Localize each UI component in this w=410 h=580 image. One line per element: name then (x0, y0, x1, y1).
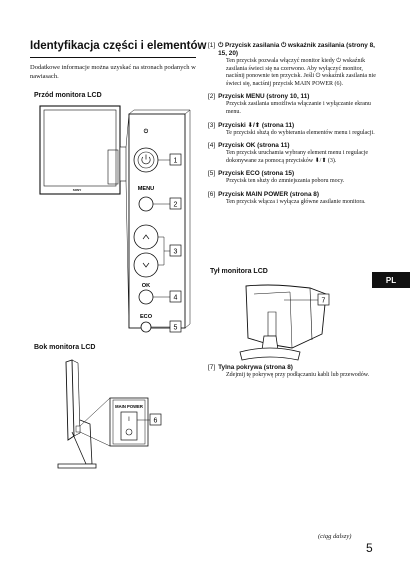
down-button[interactable] (133, 252, 159, 278)
switch-off-symbol (125, 428, 133, 436)
main-power-panel: MAIN POWER I 6 (109, 397, 162, 447)
main-power-label: MAIN POWER (115, 404, 143, 409)
item-rear-cover: [7] Tylna pokrywa (strona 8) Zdejmij tę … (208, 364, 378, 380)
item-main-power: [6] Przycisk MAIN POWER (strona 8) Ten p… (208, 191, 378, 207)
title-divider (30, 57, 196, 58)
eco-button[interactable] (140, 321, 152, 333)
page-title: Identyfikacja części i elementów (30, 40, 207, 52)
item-list: [1] ⏻ Przycisk zasilania ⏻ wskaźnik zasi… (208, 42, 378, 212)
callout-5: 5 (174, 325, 178, 332)
side-monitor-illustration (57, 359, 111, 469)
callout-2: 2 (174, 202, 178, 209)
item-number: [2] (208, 93, 216, 101)
eco-label: ECO (140, 314, 153, 320)
item-description: Ten przycisk uruchamia wybrany element m… (226, 150, 369, 164)
up-button[interactable] (133, 224, 159, 250)
item-description: Przycisk zasilania umożliwia włączanie i… (226, 101, 371, 115)
item-number: [3] (208, 121, 216, 129)
item-ok: [4] Przycisk OK (strona 11) Ten przycisk… (208, 142, 378, 165)
front-heading: Przód monitora LCD (34, 92, 102, 99)
item-title: Tylna pokrywa (strona 8) (218, 364, 293, 371)
continued-note: (ciąg dalszy) (318, 533, 352, 540)
front-callouts: 1 2 3 4 5 (151, 153, 182, 333)
main-power-switch[interactable]: I (120, 411, 138, 441)
power-indicator-icon: ⏻ (144, 128, 149, 135)
callout-3: 3 (174, 249, 178, 256)
item-title: ⏻ Przycisk zasilania ⏻ wskaźnik zasilani… (218, 42, 375, 57)
switch-on-symbol: I (128, 417, 130, 423)
item-title: Przycisk ECO (strona 15) (218, 170, 295, 178)
item-number: [7] (208, 364, 216, 371)
item-title: Przyciski ⬇/⬆ (strona 11) (218, 121, 295, 129)
ok-label: OK (142, 283, 150, 289)
item-number: [1] (208, 42, 216, 49)
item-description: Ten przycisk włącza i wyłącza główne zas… (226, 198, 366, 205)
item-description: Zdejmij tę pokrywę przy podłączaniu kabl… (226, 372, 370, 378)
item-title: Przycisk MAIN POWER (strona 8) (218, 190, 319, 198)
side-heading: Bok monitora LCD (34, 344, 96, 351)
item-description: Przycisk ten służy do zmniejszania pobor… (226, 178, 345, 185)
callout-1: 1 (174, 158, 178, 165)
item-number: [6] (208, 190, 216, 198)
item-title: Przycisk MENU (strony 10, 11) (218, 93, 310, 101)
callout-7: 7 (322, 298, 326, 305)
brand-logo: SONY (73, 188, 82, 192)
callout-6: 6 (154, 418, 158, 425)
item-power: [1] ⏻ Przycisk zasilania ⏻ wskaźnik zasi… (208, 42, 378, 88)
page-number: 5 (366, 541, 373, 555)
item-description: Te przyciski służą do wybierania element… (226, 129, 375, 136)
item-number: [5] (208, 170, 216, 178)
menu-button[interactable] (138, 196, 154, 212)
ok-button[interactable] (138, 289, 154, 305)
item-eco: [5] Przycisk ECO (strona 15) Przycisk te… (208, 170, 378, 186)
item-description: Ten przycisk pozwala włączyć monitor kie… (226, 58, 376, 87)
language-tab: PL (372, 272, 410, 288)
menu-label: MENU (138, 186, 154, 192)
front-monitor-illustration: SONY (39, 105, 130, 329)
item-number: [4] (208, 142, 216, 150)
item-menu: [2] Przycisk MENU (strony 10, 11) Przyci… (208, 93, 378, 116)
rear-heading: Tył monitora LCD (210, 268, 268, 275)
intro-text: Dodatkowe informacje można uzyskać na st… (30, 64, 196, 80)
rear-monitor-illustration: 7 (239, 284, 330, 361)
item-arrows: [3] Przyciski ⬇/⬆ (strona 11) Te przycis… (208, 122, 378, 138)
callout-4: 4 (174, 295, 178, 302)
item-title: Przycisk OK (strona 11) (218, 142, 290, 150)
